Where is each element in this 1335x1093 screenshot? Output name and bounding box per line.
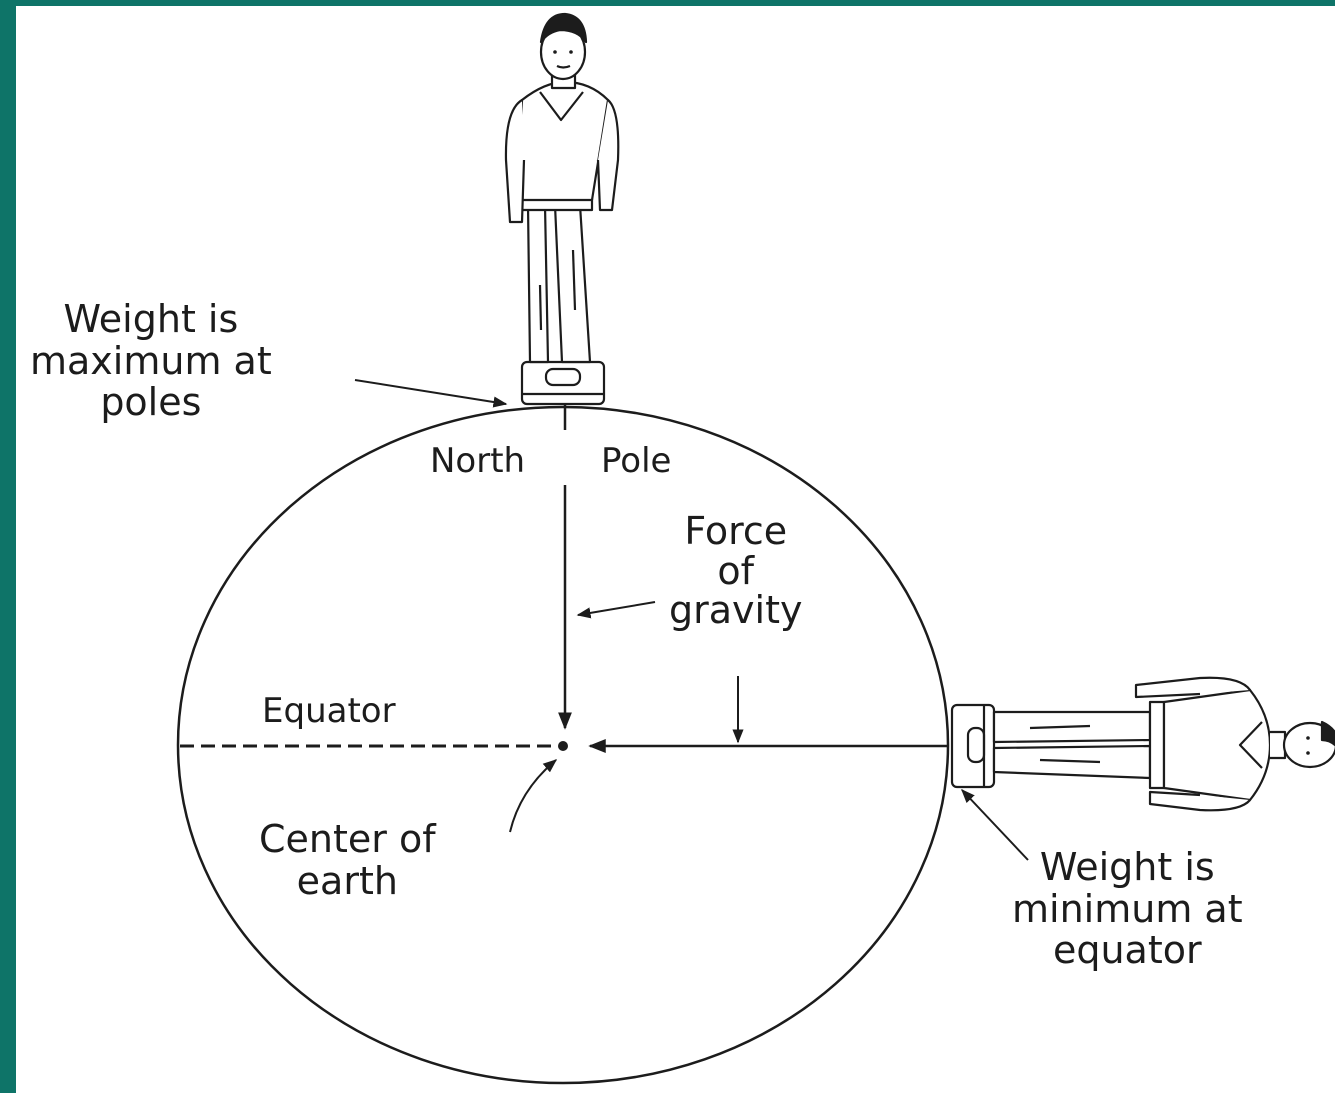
gravity-diagram <box>176 12 1335 1085</box>
center-point <box>558 741 568 751</box>
force-line-3: gravity <box>669 588 803 632</box>
weight-min-line-1: Weight is <box>1039 845 1215 889</box>
center-of-earth-label: Center of earth <box>259 816 436 905</box>
weight-max-line-3: poles <box>100 380 202 424</box>
weight-max-label: Weight is maximum at poles <box>30 296 272 427</box>
weight-max-line-2: maximum at <box>30 338 272 383</box>
pole-label: Pole <box>601 441 672 481</box>
weight-min-line-3: equator <box>1052 928 1202 972</box>
weight-max-line-1: Weight is <box>63 297 239 341</box>
diagram-frame: Weight is maximum at poles North Pole Fo… <box>16 6 1335 1093</box>
weight-min-label: Weight is minimum at equator <box>1012 844 1243 975</box>
force-line-2: of <box>717 548 755 593</box>
pointer-to-vertical-force <box>576 601 656 619</box>
force-line-1: Force <box>684 509 788 553</box>
weight-min-line-2: minimum at <box>1012 886 1243 931</box>
north-label: North <box>430 441 526 481</box>
pointer-to-center <box>509 759 558 833</box>
equator-label: Equator <box>262 691 396 731</box>
force-of-gravity-label: Force of gravity <box>669 508 802 635</box>
pointer-to-north-pole <box>354 379 508 408</box>
person-at-pole <box>504 12 620 406</box>
person-at-equator <box>950 676 1335 812</box>
pointer-to-equator-scale <box>961 788 1029 861</box>
center-line-2: earth <box>296 858 398 903</box>
center-line-1: Center of <box>259 817 436 861</box>
